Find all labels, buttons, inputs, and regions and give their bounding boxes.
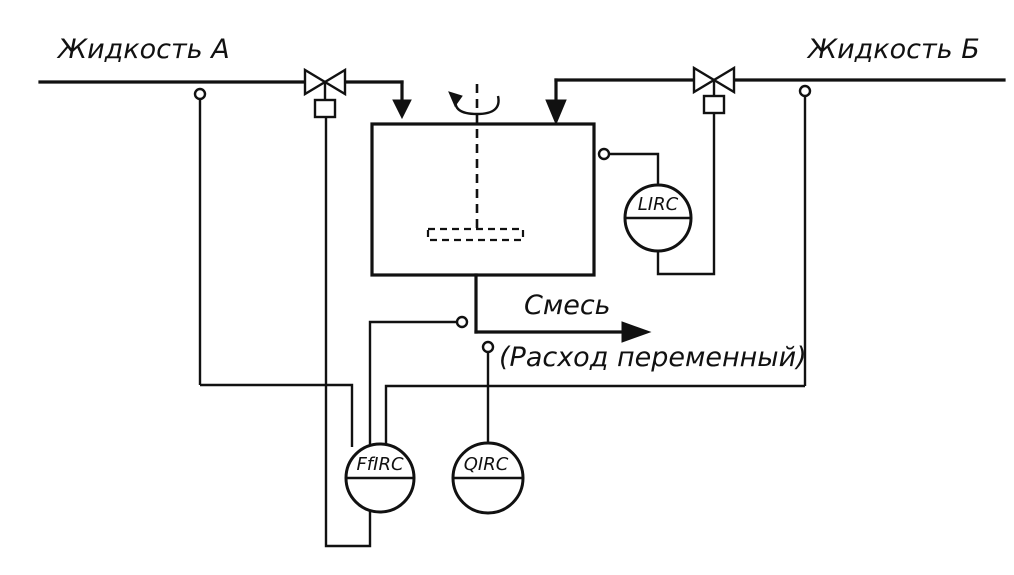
mixture-note: (Расход переменный) [499,342,807,373]
quality-tap-icon [481,340,495,354]
mixing-vessel [370,122,596,277]
liquid-a-flow-tap-icon [193,87,207,101]
liquid-b-flow-tap-icon [798,84,812,98]
liquid-b-line [545,78,1006,126]
liquid-b-arrow-icon [545,99,567,126]
ffirc-tag: FfIRC [356,454,404,475]
liquid-a-arrow-icon [392,99,412,120]
mixture-outlet-line [474,273,652,343]
valve-b-icon [692,65,736,115]
liquid-a-label: Жидкость А [56,34,230,65]
mixture-flow-tap-icon [455,315,469,329]
agitator-icon [426,84,525,242]
lirc-tag: LIRC [638,194,679,215]
level-tap-icon [597,147,611,161]
qirc-tag: QIRC [464,454,509,475]
liquid-a-line [38,80,412,120]
lirc-instrument: LIRC [623,183,693,253]
ffirc-instrument: FfIRC [344,442,416,514]
valve-a-icon [303,67,347,119]
mixture-label: Смесь [524,290,611,321]
qirc-instrument: QIRC [451,441,525,515]
liquid-b-label: Жидкость Б [806,34,980,65]
mixture-arrow-icon [621,321,652,343]
